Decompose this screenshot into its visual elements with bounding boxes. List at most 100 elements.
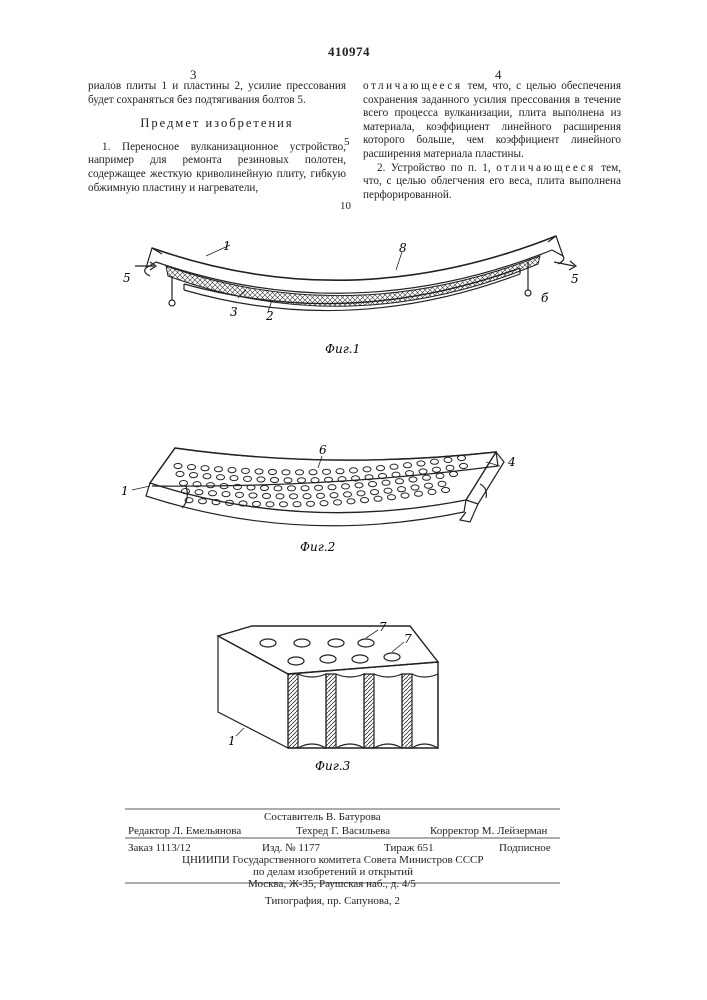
perforation-hole	[428, 489, 436, 494]
perforation-hole	[301, 486, 309, 491]
fig1-label-8: 8	[399, 241, 407, 255]
perforation-hole	[195, 490, 203, 495]
perforation-hole	[261, 485, 269, 490]
perforation-hole	[423, 475, 431, 480]
perforation-hole	[317, 493, 325, 498]
perforation-hole	[276, 494, 284, 499]
perforation-hole	[293, 502, 301, 507]
print-run: Тираж 651	[384, 842, 434, 855]
perforation-hole	[209, 491, 217, 496]
fig3-label-1: 1	[228, 734, 236, 748]
perforation-hole	[266, 502, 274, 507]
perforation-hole	[438, 481, 446, 486]
order-number: Заказ 1113/12	[128, 842, 191, 855]
figure-1	[135, 236, 576, 312]
perforation-hole	[263, 493, 271, 498]
perforation-hole	[436, 473, 444, 478]
perforation-hole	[409, 477, 417, 482]
fig1-caption: Фиг.1	[325, 342, 360, 356]
fig2-label-4: 4	[507, 455, 516, 469]
perforation-hole	[244, 476, 252, 481]
perforation-hole	[307, 501, 315, 506]
perforation-hole	[411, 485, 419, 490]
subscription: Подписное	[499, 842, 551, 855]
figure-2-perforation-holes	[174, 455, 468, 507]
perforation-hole	[323, 469, 331, 474]
perforation-hole	[369, 482, 377, 487]
perforation-hole	[274, 486, 282, 491]
perforation-hole	[417, 461, 425, 466]
perforation-hole	[446, 465, 454, 470]
fig1-label-1: 1	[223, 239, 231, 253]
fig1-label-5-right: 5	[571, 272, 579, 286]
perforation-hole	[388, 495, 396, 500]
perforation-hole	[290, 494, 298, 499]
perforation-hole	[415, 491, 423, 496]
perforation-hole	[377, 466, 385, 471]
perforation-hole	[382, 480, 390, 485]
editor: Редактор Л. Емельянова	[128, 825, 241, 838]
fig1-label-b: б	[541, 291, 549, 305]
perforation-hole	[425, 483, 433, 488]
perforation-hole	[398, 487, 406, 492]
perforation-hole	[236, 492, 244, 497]
perforation-hole	[315, 485, 323, 490]
perforation-hole	[203, 474, 211, 479]
perforation-hole	[288, 486, 296, 491]
figure-2	[132, 448, 504, 526]
compiler: Составитель В. Батурова	[264, 811, 381, 824]
perforation-hole	[242, 468, 250, 473]
perforation-hole	[249, 493, 257, 498]
perforation-hole	[396, 479, 404, 484]
perforation-hole	[357, 491, 365, 496]
perforation-hole	[433, 467, 441, 472]
perforation-hole	[176, 471, 184, 476]
perforation-hole	[311, 478, 319, 483]
perforation-hole	[344, 492, 352, 497]
fig3-label-7b: 7	[404, 632, 412, 646]
publisher-address: Москва, Ж-35, Раушская наб., д. 4/5	[248, 878, 416, 891]
fig1-label-2: 2	[265, 309, 274, 323]
perforation-hole	[458, 455, 466, 460]
perforation-hole	[336, 469, 344, 474]
perforation-hole	[361, 498, 369, 503]
perforation-hole	[355, 483, 363, 488]
perforation-hole	[222, 492, 230, 497]
corrector: Корректор М. Лейзерман	[430, 825, 547, 838]
perforation-hole	[280, 502, 288, 507]
perforation-hole	[334, 500, 342, 505]
perforation-hole	[460, 463, 468, 468]
perforation-hole	[257, 477, 265, 482]
perforation-hole	[188, 465, 196, 470]
perforation-hole	[271, 477, 279, 482]
perforation-hole	[298, 478, 306, 483]
perforation-hole	[253, 501, 261, 506]
fig3-label-7a: 7	[379, 620, 387, 634]
perforation-hole	[180, 481, 188, 486]
perforation-hole	[444, 457, 452, 462]
perforation-hole	[419, 469, 427, 474]
perforation-hole	[347, 499, 355, 504]
perforation-hole	[350, 468, 358, 473]
perforation-hole	[363, 467, 371, 472]
publisher-dept: по делам изобретений и открытий	[253, 866, 413, 879]
perforation-hole	[309, 470, 317, 475]
perforation-hole	[406, 471, 414, 476]
edition-number: Изд. № 1177	[262, 842, 320, 855]
perforation-hole	[207, 483, 215, 488]
perforation-hole	[228, 468, 236, 473]
perforation-hole	[431, 459, 439, 464]
perforation-hole	[230, 476, 238, 481]
perforation-hole	[269, 469, 277, 474]
perforation-hole	[342, 484, 350, 489]
perforation-hole	[401, 493, 409, 498]
typography: Типография, пр. Сапунова, 2	[265, 895, 400, 908]
perforation-hole	[215, 467, 223, 472]
perforation-hole	[174, 463, 182, 468]
perforation-hole	[282, 470, 290, 475]
perforation-hole	[450, 471, 458, 476]
perforation-hole	[255, 469, 263, 474]
perforation-hole	[284, 478, 292, 483]
fig2-caption: Фиг.2	[300, 540, 335, 554]
